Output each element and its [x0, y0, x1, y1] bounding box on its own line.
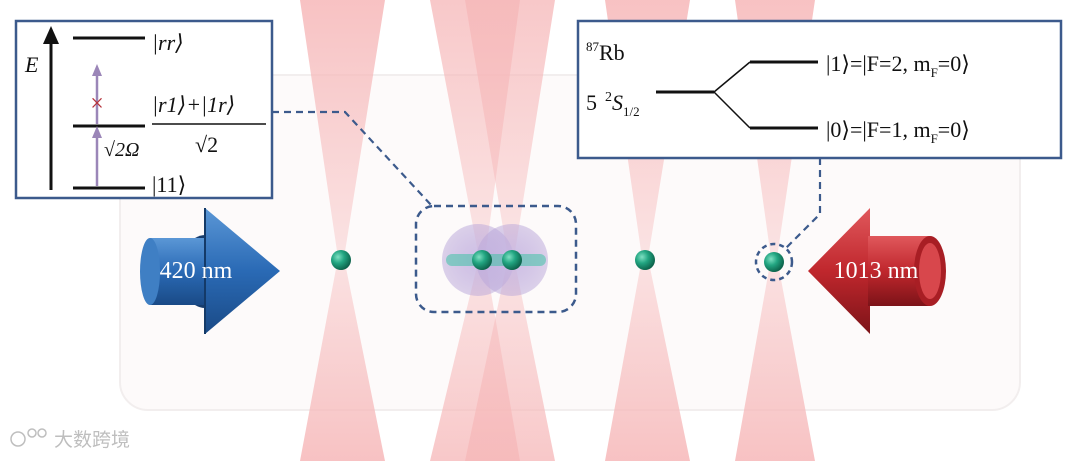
atom: [764, 252, 784, 272]
connector-right: [785, 158, 822, 249]
atoms: [331, 250, 784, 272]
entangling-beam: [446, 254, 546, 266]
state-1-tail: =0⟩: [938, 51, 970, 76]
svg-text:87Rb: 87Rb: [586, 39, 625, 65]
state-0-sub: F: [931, 131, 938, 146]
pair-highlight-box: [414, 204, 578, 314]
level-11-label: |11⟩: [152, 172, 186, 197]
ground-j: 1/2: [623, 104, 640, 119]
atom: [635, 250, 655, 270]
energy-level-inset: E × √2Ω |rr⟩ |r1⟩+|1r⟩ √2 |11⟩: [14, 19, 274, 200]
svg-text:|1⟩=|F=2, mF=0⟩: |1⟩=|F=2, mF=0⟩: [826, 51, 970, 80]
element-symbol: Rb: [599, 40, 625, 65]
atom: [472, 250, 492, 270]
laser-420nm-label: 420 nm: [160, 258, 233, 284]
state-0-label: |0⟩=|F=1, m: [826, 117, 931, 142]
energy-axis-label: E: [24, 52, 39, 77]
laser-1013nm-label: 1013 nm: [834, 258, 919, 284]
state-1-sub: F: [931, 65, 938, 80]
watermark: 大数跨境: [10, 428, 130, 451]
laser-420nm-arrow: 420 nm: [140, 208, 280, 334]
state-0-tail: =0⟩: [938, 117, 970, 142]
ground-letter: S: [612, 90, 623, 115]
atom: [331, 250, 351, 270]
watermark-logo-icon: [10, 431, 26, 447]
level-sym-numerator: |r1⟩+|1r⟩: [152, 92, 235, 117]
rabi-label: √2Ω: [104, 139, 139, 161]
level-sym-denominator: √2: [195, 132, 218, 157]
ground-n: 5: [586, 90, 597, 115]
state-1-label: |1⟩=|F=2, m: [826, 51, 931, 76]
isotope-mass: 87: [586, 39, 600, 54]
watermark-text: 大数跨境: [54, 429, 130, 451]
level-rr-label: |rr⟩: [152, 30, 184, 55]
tweezer-beam-1: [300, 0, 385, 461]
ground-mult: 2: [605, 90, 612, 105]
atom: [502, 250, 522, 270]
rydberg-pair: [442, 224, 548, 296]
laser-1013nm-arrow: 1013 nm: [808, 208, 946, 334]
svg-text:|0⟩=|F=1, mF=0⟩: |0⟩=|F=1, mF=0⟩: [826, 117, 970, 146]
blockade-cross: ×: [90, 91, 104, 117]
single-atom-highlight: [754, 242, 794, 282]
connector-left: [272, 110, 433, 207]
